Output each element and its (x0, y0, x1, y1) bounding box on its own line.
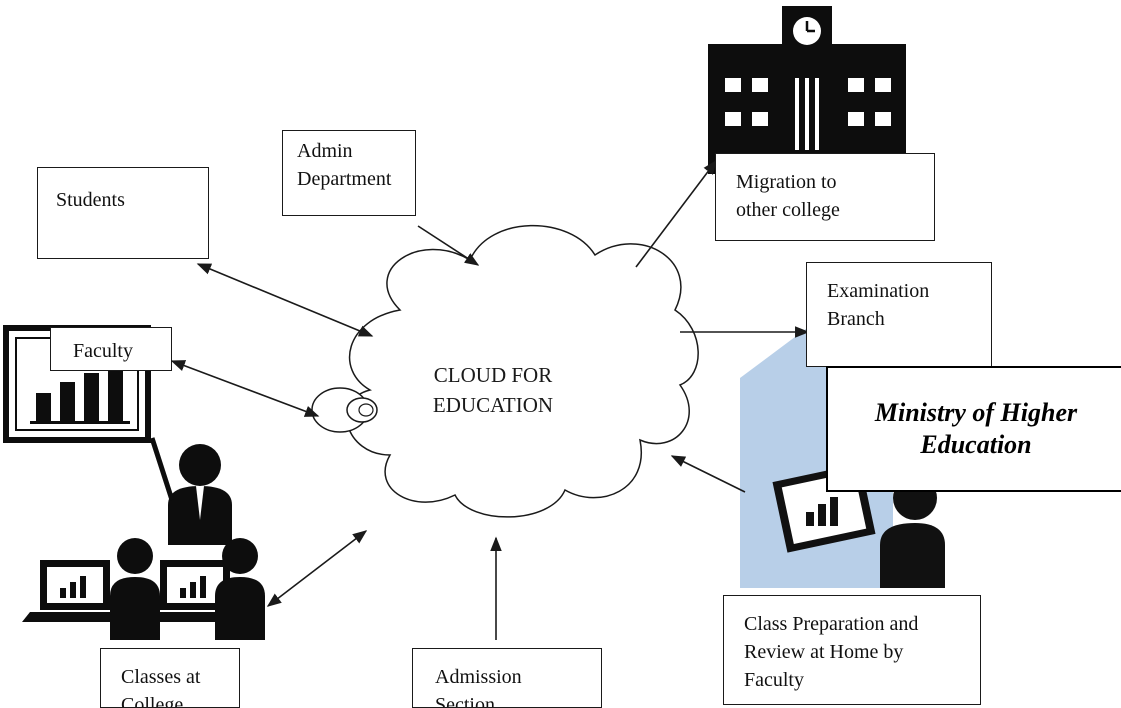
node-class-preparation: Class Preparation and Review at Home by … (723, 595, 981, 705)
node-classes-at-college: Classes at College (100, 648, 240, 708)
cloud-label-line1: CLOUD FOR (433, 363, 553, 387)
arrow-admin (417, 225, 480, 266)
node-admin-department: Admin Department (282, 130, 416, 216)
arrow-classes (266, 530, 368, 607)
arrow-students (196, 263, 374, 337)
school-building-icon (708, 6, 906, 174)
node-migration: Migration to other college (715, 153, 935, 241)
node-faculty: Faculty (50, 327, 172, 371)
connector-arrows (170, 159, 810, 640)
node-admission-section: Admission Section (412, 648, 602, 708)
ministry-label: Ministry of Higher Education (874, 398, 1078, 459)
cloud-shape (311, 224, 699, 518)
laptop-students-icon (22, 538, 265, 640)
arrow-faculty (170, 360, 320, 417)
arrow-class-prep (670, 455, 746, 493)
ministry-of-higher-education-box: Ministry of Higher Education (826, 366, 1121, 492)
cloud-label-line2: EDUCATION (432, 393, 554, 417)
cloud-label: CLOUD FOR EDUCATION (408, 360, 578, 420)
node-students: Students (37, 167, 209, 259)
arrow-migration (635, 159, 717, 268)
node-examination: Examination Branch (806, 262, 992, 367)
